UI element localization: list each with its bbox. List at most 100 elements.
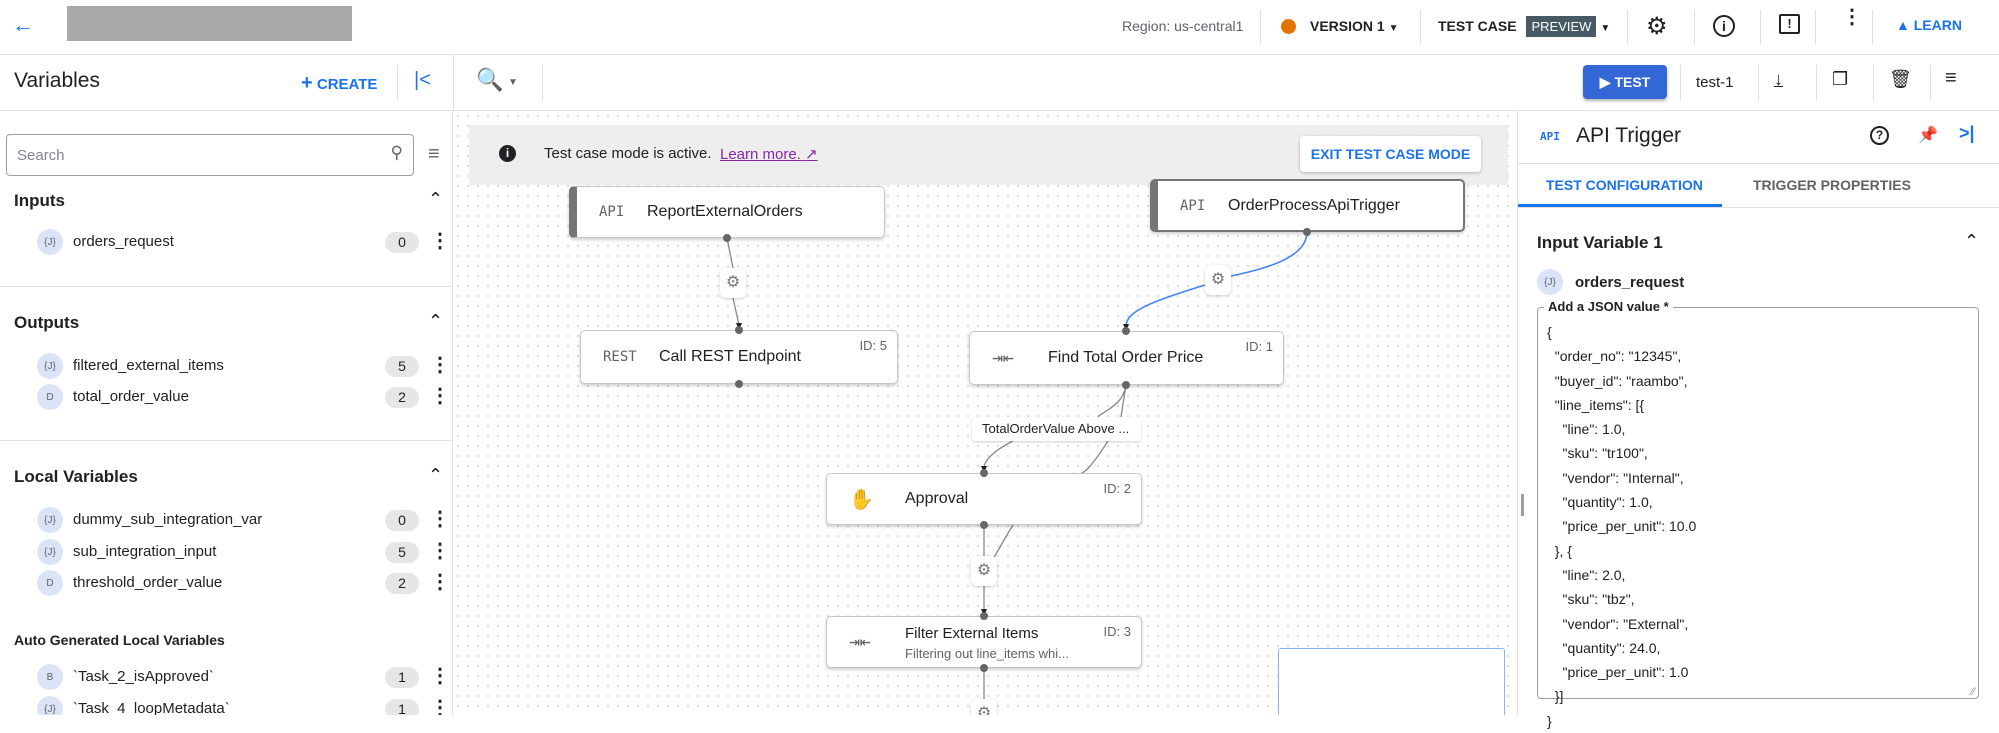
learn-more-label: Learn more. bbox=[720, 146, 801, 163]
outputs-heading: Outputs bbox=[14, 313, 80, 332]
edge-condition-gear-icon[interactable]: ⚙ bbox=[720, 268, 746, 298]
edge bbox=[1230, 231, 1308, 277]
edge bbox=[1072, 440, 1109, 476]
more-vert-icon[interactable]: ⋮ bbox=[430, 354, 450, 376]
edge-condition-gear-icon[interactable]: ⚙ bbox=[971, 699, 997, 715]
json-line: "line_items": [{ bbox=[1547, 396, 1645, 413]
json-value-textarea[interactable]: Add a JSON value * { "order_no": "12345"… bbox=[1537, 299, 1979, 729]
test-case-name[interactable]: test-1 bbox=[1696, 74, 1734, 91]
json-line: "price_per_unit": 1.0 bbox=[1547, 664, 1689, 681]
more-vert-icon[interactable]: ⋮ bbox=[430, 665, 450, 687]
chevron-up-icon[interactable]: ⌃ bbox=[1964, 231, 1980, 251]
exit-test-case-mode-button[interactable]: EXIT TEST CASE MODE bbox=[1300, 136, 1481, 172]
api-icon: API bbox=[1180, 197, 1206, 214]
json-type-icon: {J} bbox=[37, 229, 63, 255]
double-type-icon: D bbox=[37, 384, 63, 410]
more-vert-icon[interactable]: ⋮ bbox=[430, 540, 450, 562]
node-id: ID: 2 bbox=[1103, 481, 1131, 496]
create-variable-button[interactable]: + CREATE bbox=[301, 72, 377, 95]
tab-test-configuration[interactable]: TEST CONFIGURATION bbox=[1546, 177, 1703, 193]
more-vert-icon[interactable]: ⋮ bbox=[430, 230, 450, 252]
chevron-up-icon[interactable]: ⌃ bbox=[428, 311, 444, 331]
help-icon[interactable]: ? bbox=[1870, 126, 1889, 145]
delete-icon[interactable]: 🗑 bbox=[1889, 69, 1912, 89]
usage-count: 2 bbox=[385, 387, 419, 408]
search-icon[interactable]: ⚲ bbox=[390, 143, 403, 162]
more-vert-icon[interactable]: ⋮ bbox=[430, 508, 450, 530]
edge bbox=[732, 297, 740, 326]
json-line: "sku": "tr100", bbox=[1547, 445, 1648, 462]
json-type-icon: {J} bbox=[37, 539, 63, 565]
region-label: Region: us-central1 bbox=[1122, 18, 1244, 34]
chevron-up-icon[interactable]: ⌃ bbox=[428, 465, 444, 485]
more-vert-icon[interactable]: ⋮ bbox=[1842, 6, 1862, 28]
tab-trigger-properties[interactable]: TRIGGER PROPERTIES bbox=[1753, 177, 1911, 193]
version-dropdown[interactable]: VERSION 1 ▼ bbox=[1310, 18, 1399, 34]
minimap[interactable] bbox=[1278, 648, 1505, 715]
menu-icon[interactable]: ≡ bbox=[1945, 67, 1957, 89]
edge bbox=[992, 524, 1014, 560]
chevron-up-icon[interactable]: ⌃ bbox=[428, 189, 444, 209]
back-arrow-icon[interactable]: ← bbox=[12, 12, 34, 37]
node-report-external-orders[interactable]: API ReportExternalOrders bbox=[569, 186, 885, 238]
node-id: ID: 5 bbox=[859, 338, 887, 353]
zoom-in-icon[interactable]: 🔍 bbox=[476, 67, 504, 92]
test-label: TEST bbox=[1614, 74, 1651, 90]
node-approval[interactable]: ✋ Approval ID: 2 bbox=[826, 473, 1142, 525]
pin-icon[interactable]: 📌 bbox=[1918, 127, 1938, 144]
usage-count: 0 bbox=[385, 510, 419, 531]
test-case-dropdown[interactable]: TEST CASE PREVIEW ▼ bbox=[1438, 16, 1610, 37]
json-line: "sku": "tbz", bbox=[1547, 591, 1635, 608]
learn-more-link[interactable]: Learn more. ↗ bbox=[720, 145, 818, 163]
more-vert-icon[interactable]: ⋮ bbox=[430, 571, 450, 593]
collapse-panel-icon[interactable]: >| bbox=[1959, 123, 1975, 143]
node-title: Call REST Endpoint bbox=[659, 348, 801, 365]
resize-handle[interactable] bbox=[1521, 494, 1524, 516]
arrowhead bbox=[981, 609, 987, 616]
arrowhead bbox=[736, 323, 742, 330]
resize-grip-icon[interactable]: ∕∕ bbox=[1971, 686, 1975, 698]
more-vert-icon[interactable]: ⋮ bbox=[430, 697, 450, 715]
node-id: ID: 3 bbox=[1103, 624, 1131, 639]
collapse-panel-icon[interactable]: |< bbox=[414, 69, 431, 91]
edge-condition-gear-icon[interactable]: ⚙ bbox=[971, 556, 997, 586]
edge bbox=[1120, 384, 1127, 418]
learn-button[interactable]: ▲ LEARN bbox=[1896, 17, 1962, 33]
variable-name: orders_request bbox=[73, 233, 174, 250]
variable-name: sub_integration_input bbox=[73, 543, 217, 560]
zoom-caret-icon[interactable]: ▼ bbox=[508, 77, 518, 88]
api-icon: API bbox=[1540, 130, 1560, 143]
variable-row[interactable]: {J}`Task_4_loopMetadata`1⋮ bbox=[0, 695, 452, 715]
copy-icon[interactable]: ❐ bbox=[1832, 69, 1849, 89]
integration-canvas[interactable]: i Test case mode is active. Learn more. … bbox=[453, 111, 1517, 715]
node-filter-external-items[interactable]: ⇥⇤ Filter External Items Filtering out l… bbox=[826, 616, 1142, 668]
node-order-process-api-trigger[interactable]: API OrderProcessApiTrigger bbox=[1150, 179, 1465, 232]
variable-row[interactable]: B`Task_2_isApproved`1⋮ bbox=[0, 663, 452, 691]
variable-name: total_order_value bbox=[73, 388, 189, 405]
input-variable-heading: Input Variable 1 bbox=[1537, 233, 1663, 252]
local-variables-heading: Local Variables bbox=[14, 467, 138, 486]
more-vert-icon[interactable]: ⋮ bbox=[430, 385, 450, 407]
caret-down-icon: ▼ bbox=[1388, 23, 1399, 34]
download-icon[interactable]: ↓ bbox=[1774, 69, 1783, 89]
sort-icon[interactable]: ≡ bbox=[428, 143, 440, 165]
api-icon: API bbox=[599, 204, 625, 220]
test-button[interactable]: ▶ TEST bbox=[1583, 65, 1667, 99]
settings-icon[interactable]: ⚙ bbox=[1646, 13, 1668, 40]
edge bbox=[1125, 284, 1206, 327]
edge-condition-label[interactable]: TotalOrderValue Above ... bbox=[972, 417, 1141, 441]
node-call-rest-endpoint[interactable]: REST Call REST Endpoint ID: 5 bbox=[580, 330, 898, 384]
feedback-icon[interactable]: ! bbox=[1779, 14, 1800, 34]
search-input[interactable]: Search ⚲ bbox=[6, 134, 414, 176]
data-mapping-icon: ⇥⇤ bbox=[849, 631, 871, 653]
node-find-total-order-price[interactable]: ⇥⇤ Find Total Order Price ID: 1 bbox=[969, 331, 1284, 385]
panel-title: API Trigger bbox=[1576, 124, 1682, 147]
info-icon[interactable]: i bbox=[1713, 15, 1735, 37]
edge-condition-gear-icon[interactable]: ⚙ bbox=[1205, 265, 1231, 295]
